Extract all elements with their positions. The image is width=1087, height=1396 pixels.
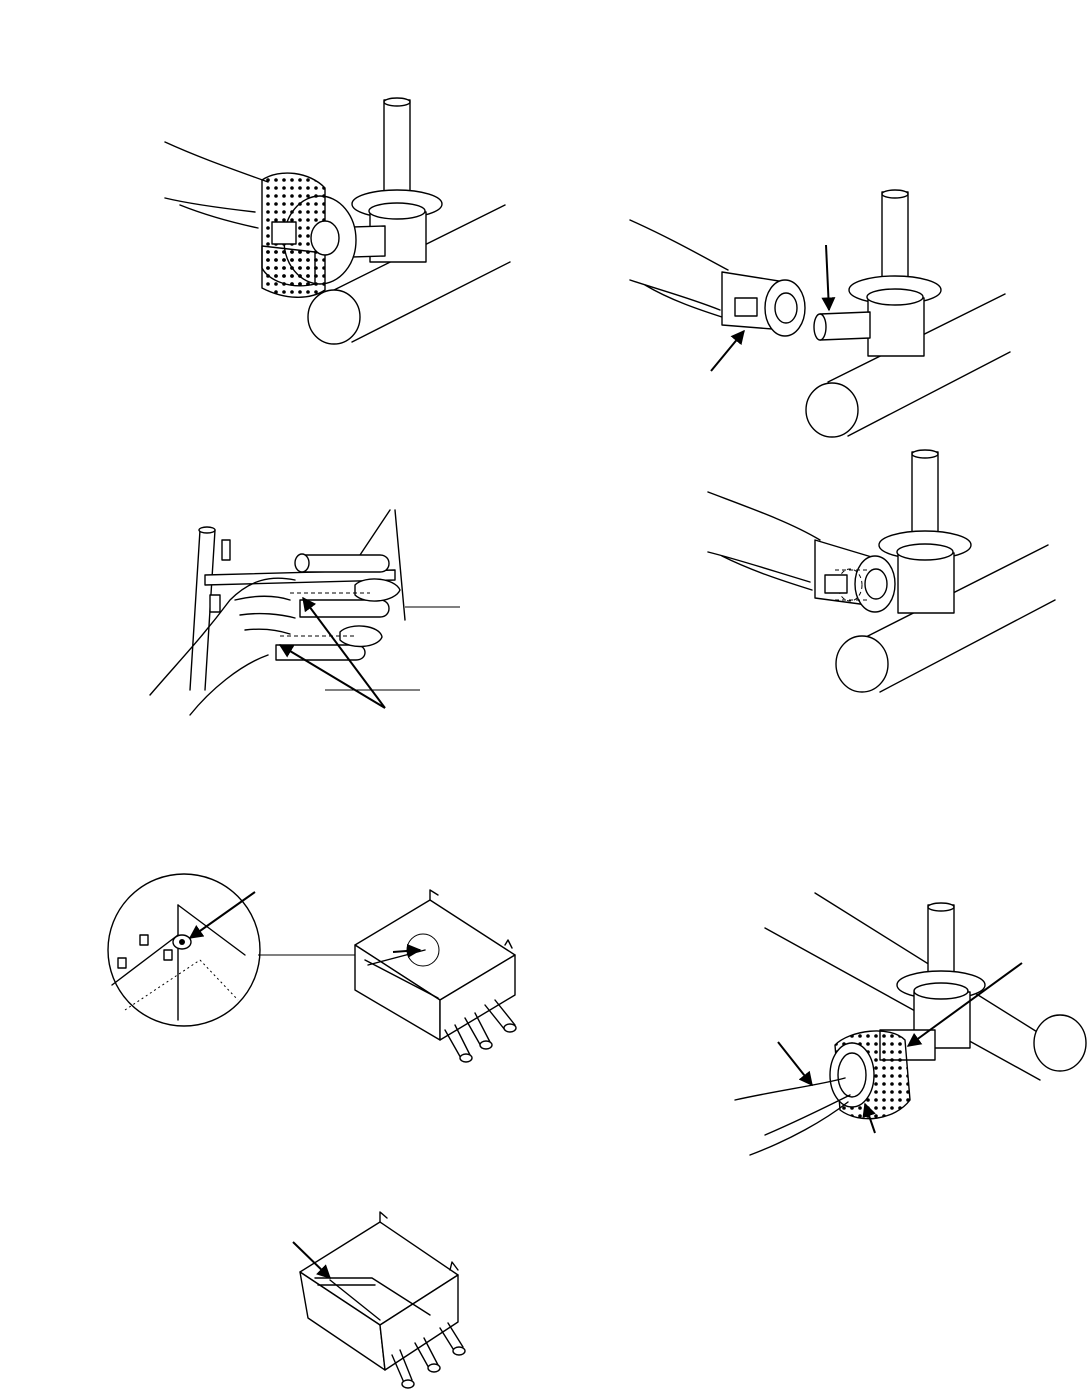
plain-sleeve-separated-from-burner-pin-icon bbox=[630, 190, 1010, 437]
burner-box-with-magnified-bracket-detail-icon bbox=[108, 874, 516, 1062]
hand-on-burner-manifold-with-screws-icon bbox=[150, 510, 460, 715]
hand-holding-perforated-sleeve-over-burner-tube-icon bbox=[165, 98, 510, 344]
sleeve-installed-on-burner-pin-icon bbox=[708, 450, 1055, 692]
burner-box-with-rod-installed-icon bbox=[293, 1212, 465, 1388]
perforated-sleeve-on-burner-with-callouts-icon bbox=[735, 893, 1086, 1155]
